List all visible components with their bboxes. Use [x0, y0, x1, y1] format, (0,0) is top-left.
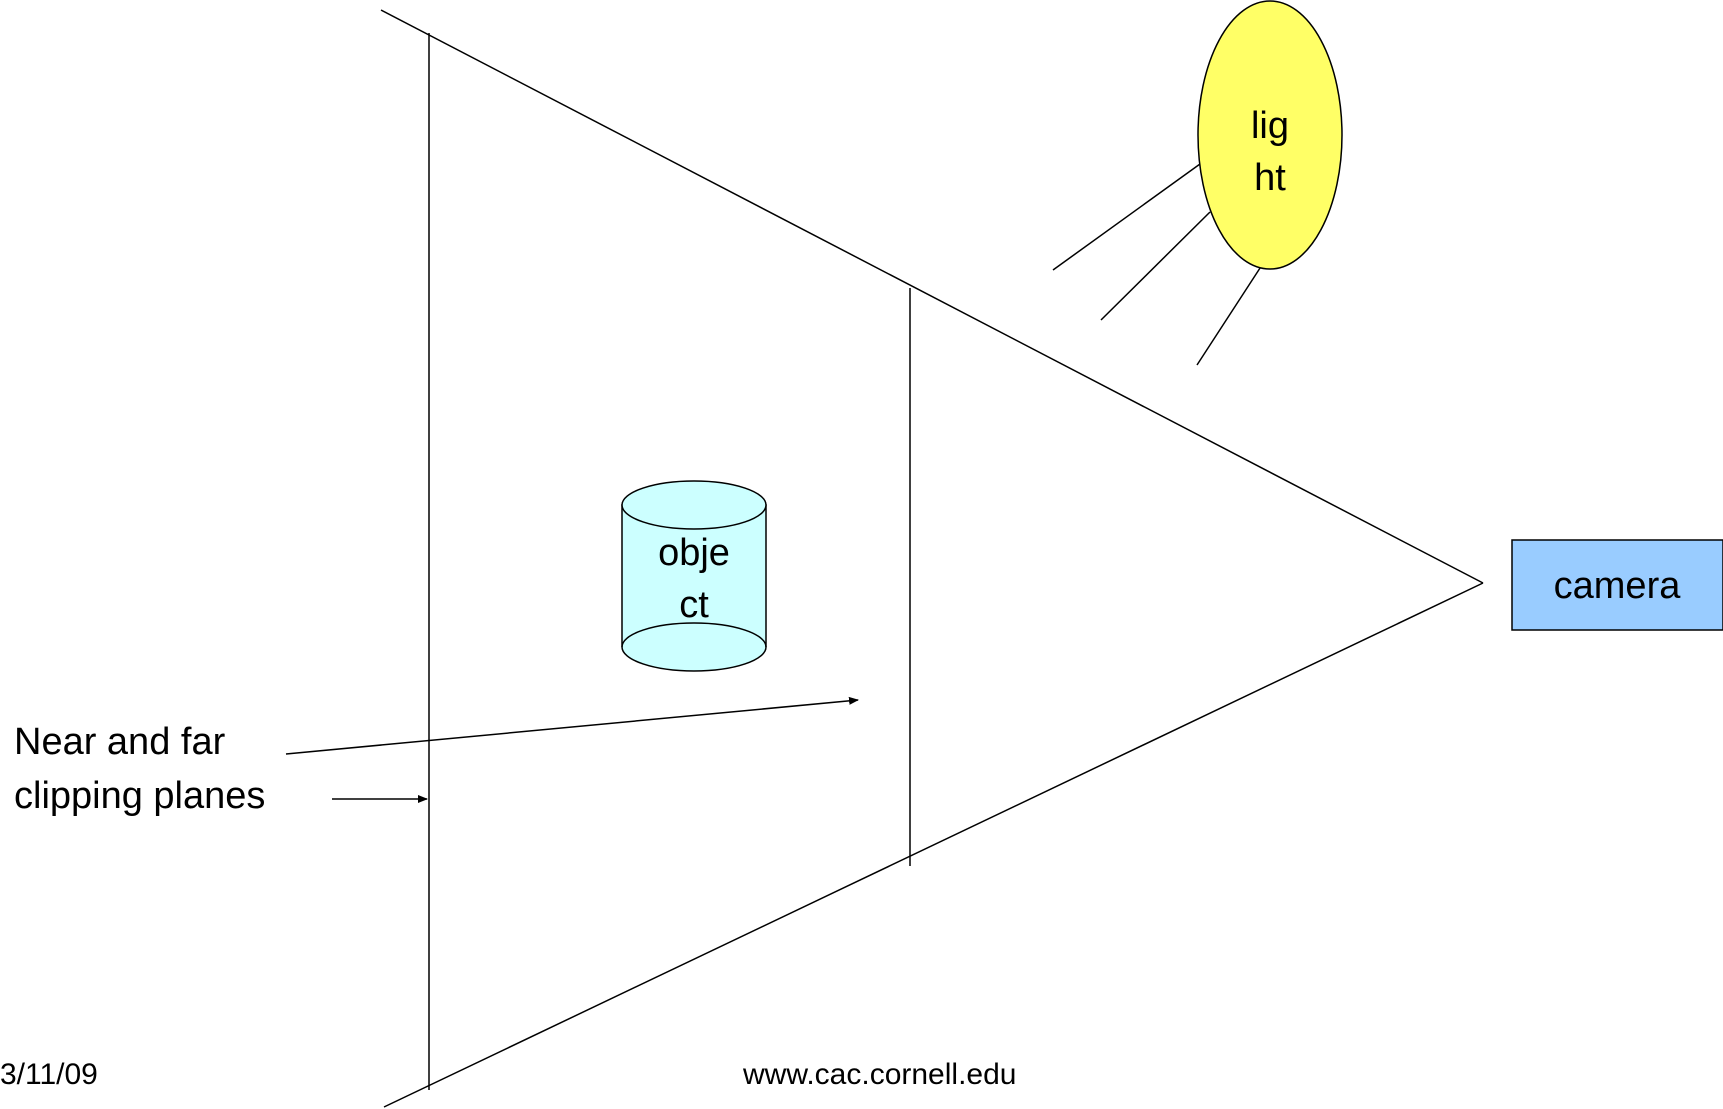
- camera-box: [1511, 539, 1723, 631]
- cylinder-bottom-rim: [621, 622, 767, 648]
- footer-url: www.cac.cornell.edu: [742, 1058, 1016, 1091]
- camera-label: camera: [1554, 565, 1682, 607]
- light-ellipse: [1197, 0, 1343, 270]
- cylinder-top: [621, 480, 767, 530]
- object-label-line2: ct: [679, 584, 709, 626]
- callout-label-line1: Near and far: [14, 721, 226, 763]
- object-cylinder: obje ct: [621, 480, 767, 672]
- callout-arrow-near-plane: [285, 696, 859, 755]
- camera: camera: [1511, 539, 1723, 631]
- callout-label-line2: clipping planes: [14, 775, 265, 817]
- light-source: lig ht: [1197, 0, 1343, 270]
- footer-date: 3/11/09: [0, 1058, 98, 1091]
- light-label-line1: lig: [1251, 105, 1289, 147]
- light-ray: [1100, 211, 1211, 321]
- light-label-line2: ht: [1254, 157, 1286, 199]
- frustum-bottom-edge: [383, 582, 1484, 1108]
- light-ray: [1196, 264, 1263, 366]
- light-ray: [1052, 163, 1201, 271]
- frustum-top-edge: [380, 9, 1484, 584]
- object-label-line1: obje: [658, 532, 730, 574]
- cylinder-body: [621, 504, 767, 672]
